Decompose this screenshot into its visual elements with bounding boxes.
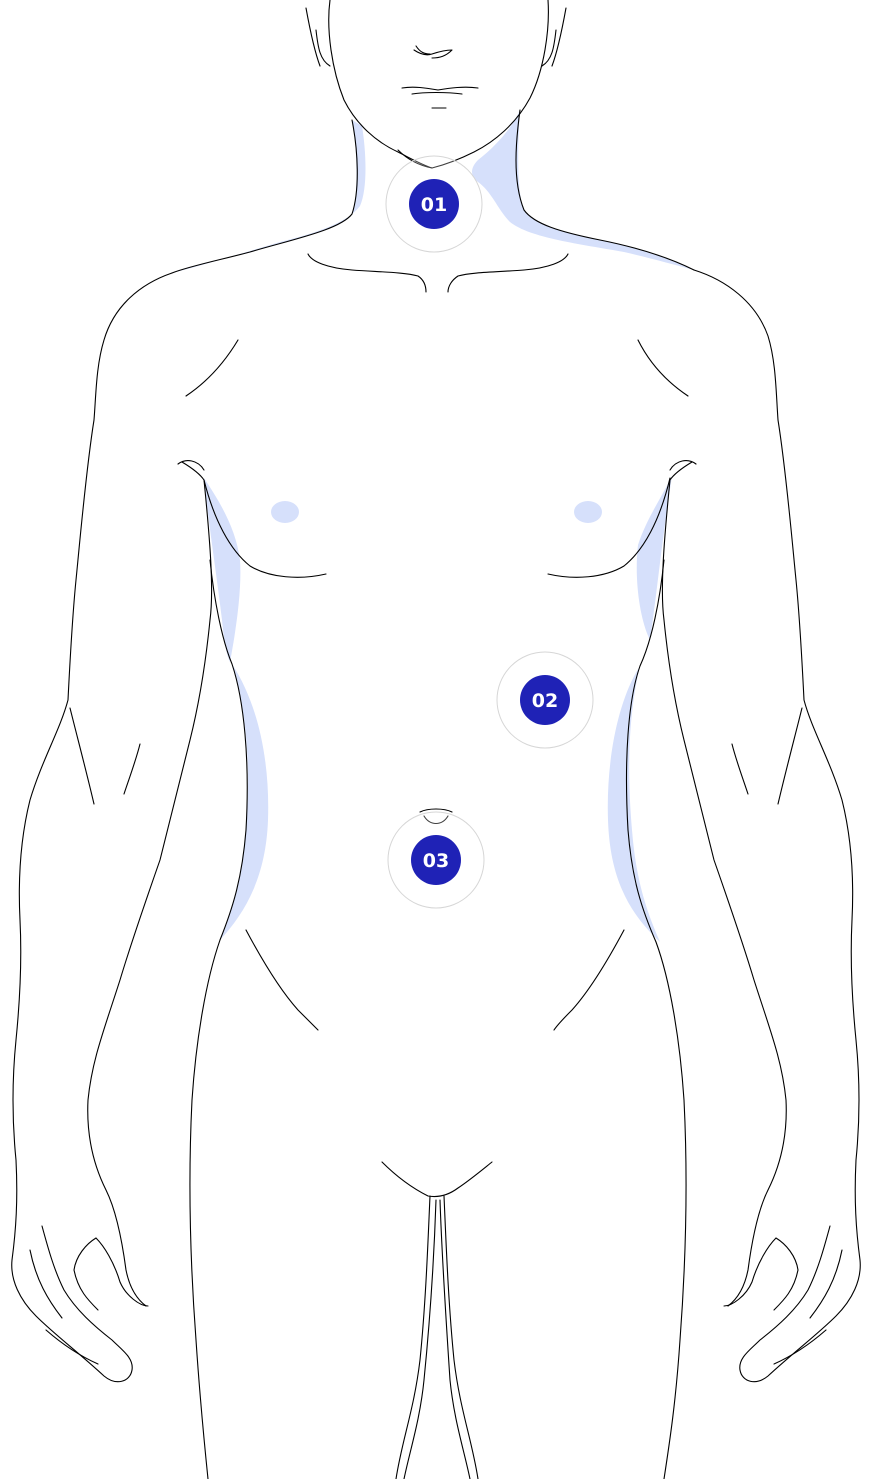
zone-left-side-lower	[220, 664, 268, 940]
fingers-left	[30, 1250, 98, 1364]
marker-01[interactable]: 01	[386, 156, 482, 252]
zone-right-side-lower	[608, 666, 660, 942]
marker-02[interactable]: 02	[497, 652, 593, 748]
marker-03-label: 03	[423, 850, 449, 872]
elbow-left	[70, 708, 140, 804]
marker-02-label: 02	[532, 690, 558, 712]
clavicle-left	[308, 254, 426, 292]
zone-neck-left	[172, 120, 366, 273]
clavicle-right	[448, 254, 568, 292]
hip-line-left	[246, 930, 318, 1030]
armpit-left	[178, 461, 204, 470]
arm-right-outer	[694, 270, 860, 1382]
nipple-left	[271, 501, 299, 523]
fingers-right	[774, 1250, 842, 1364]
hip-line-right	[554, 930, 624, 1030]
nose	[414, 46, 452, 58]
thumb-left	[74, 1238, 148, 1310]
leg-left-inner-2	[404, 1200, 436, 1479]
leg-right-inner-2	[440, 1200, 470, 1479]
groin	[382, 1162, 492, 1197]
head-left	[306, 0, 432, 168]
leg-right-inner	[444, 1196, 478, 1479]
torso-left	[190, 560, 247, 1479]
marker-03[interactable]: 03	[388, 812, 484, 908]
arm-left-outer	[12, 273, 172, 1382]
arm-right-inner	[662, 462, 786, 1306]
elbow-right	[732, 708, 802, 804]
mouth	[402, 87, 478, 108]
neck-left	[172, 120, 357, 273]
leg-left-inner	[396, 1196, 430, 1479]
pec-upper-right	[638, 340, 688, 396]
armpit-right	[670, 461, 696, 470]
zone-neck-right	[472, 110, 694, 270]
marker-01-label: 01	[421, 194, 447, 216]
nipple-right	[574, 501, 602, 523]
torso-right	[627, 560, 687, 1479]
arm-left-inner	[88, 462, 212, 1306]
zone-right-side-upper	[637, 476, 672, 640]
pec-upper-left	[186, 340, 238, 396]
